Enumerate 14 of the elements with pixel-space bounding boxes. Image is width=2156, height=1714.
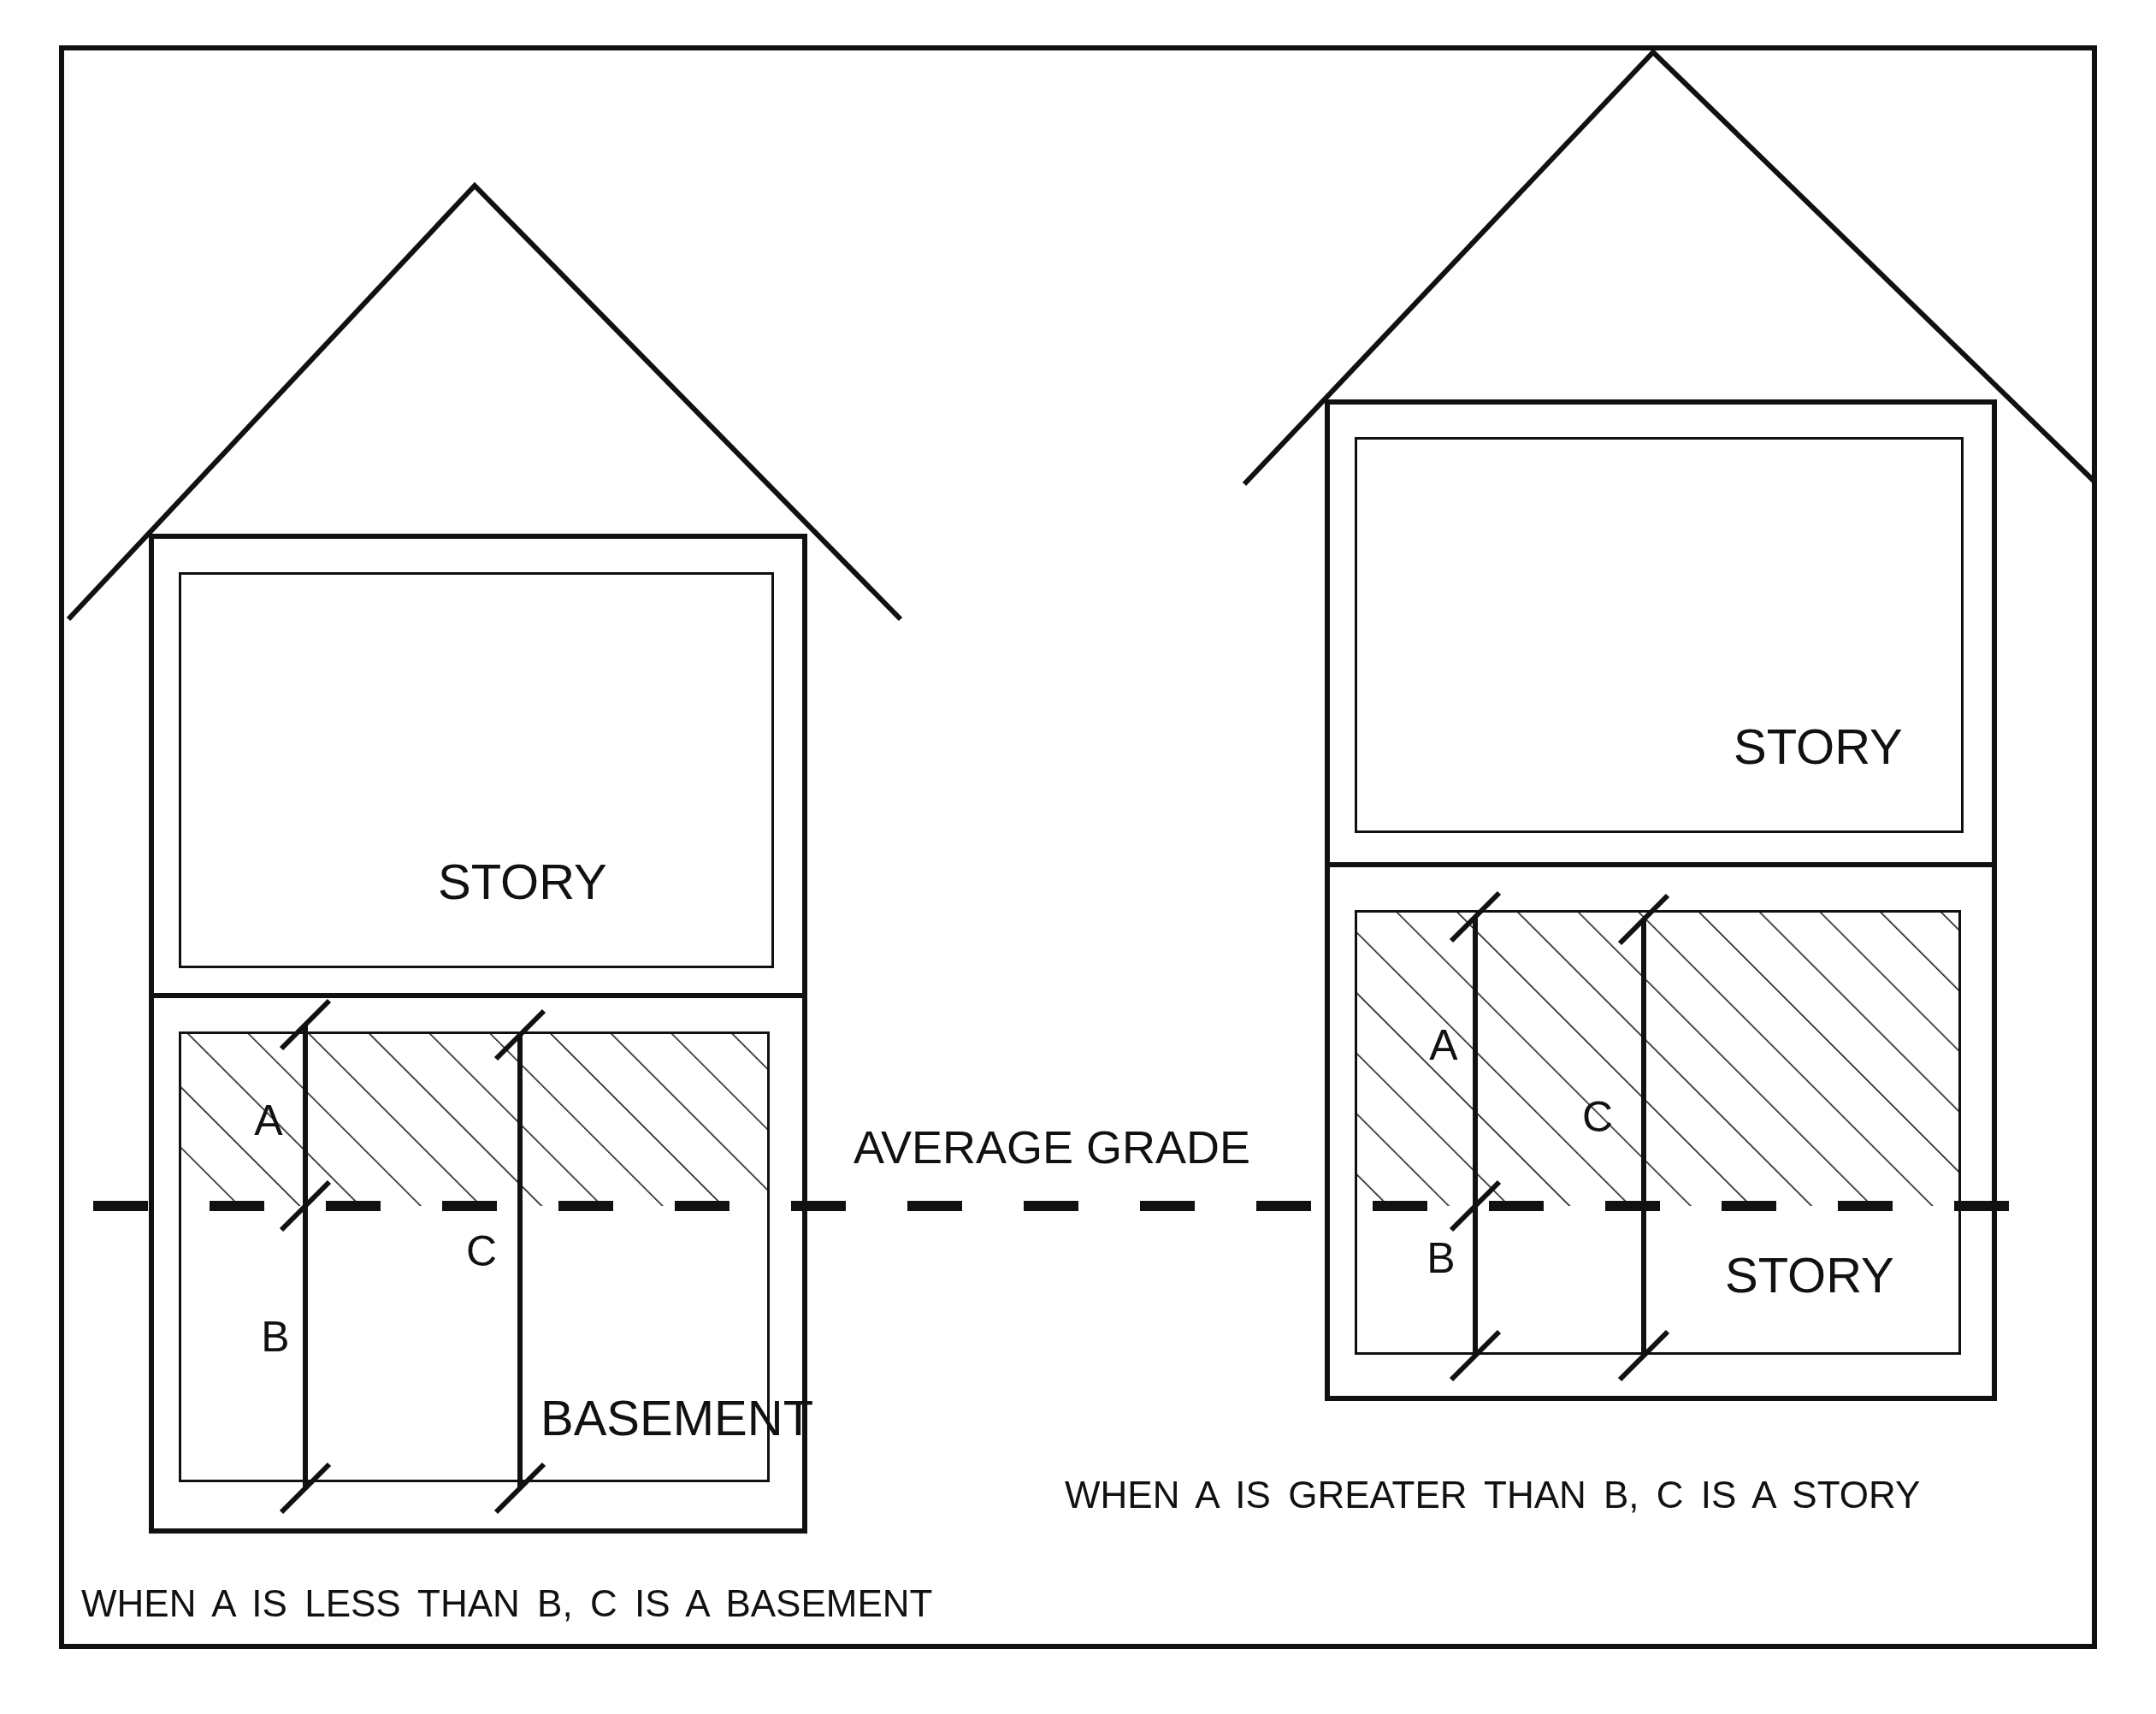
note-text: WHEN A IS LESS THAN B, C IS A BASEMENT xyxy=(81,1585,933,1622)
dimension-label: C xyxy=(465,1230,498,1273)
room-label: STORY xyxy=(1734,722,1903,771)
room-box xyxy=(1355,437,1964,833)
room-box xyxy=(179,572,774,968)
dimension-label: A xyxy=(254,1099,283,1142)
room-label: STORY xyxy=(438,857,607,907)
room-box xyxy=(1355,910,1961,1355)
dimension-label: B xyxy=(261,1315,290,1358)
note-text: WHEN A IS GREATER THAN B, C IS A STORY xyxy=(1065,1476,1921,1514)
dimension-label: B xyxy=(1427,1237,1456,1280)
dimension-label: A xyxy=(1429,1024,1458,1067)
grade-label: AVERAGE GRADE xyxy=(853,1124,1251,1170)
room-label: STORY xyxy=(1725,1250,1894,1300)
